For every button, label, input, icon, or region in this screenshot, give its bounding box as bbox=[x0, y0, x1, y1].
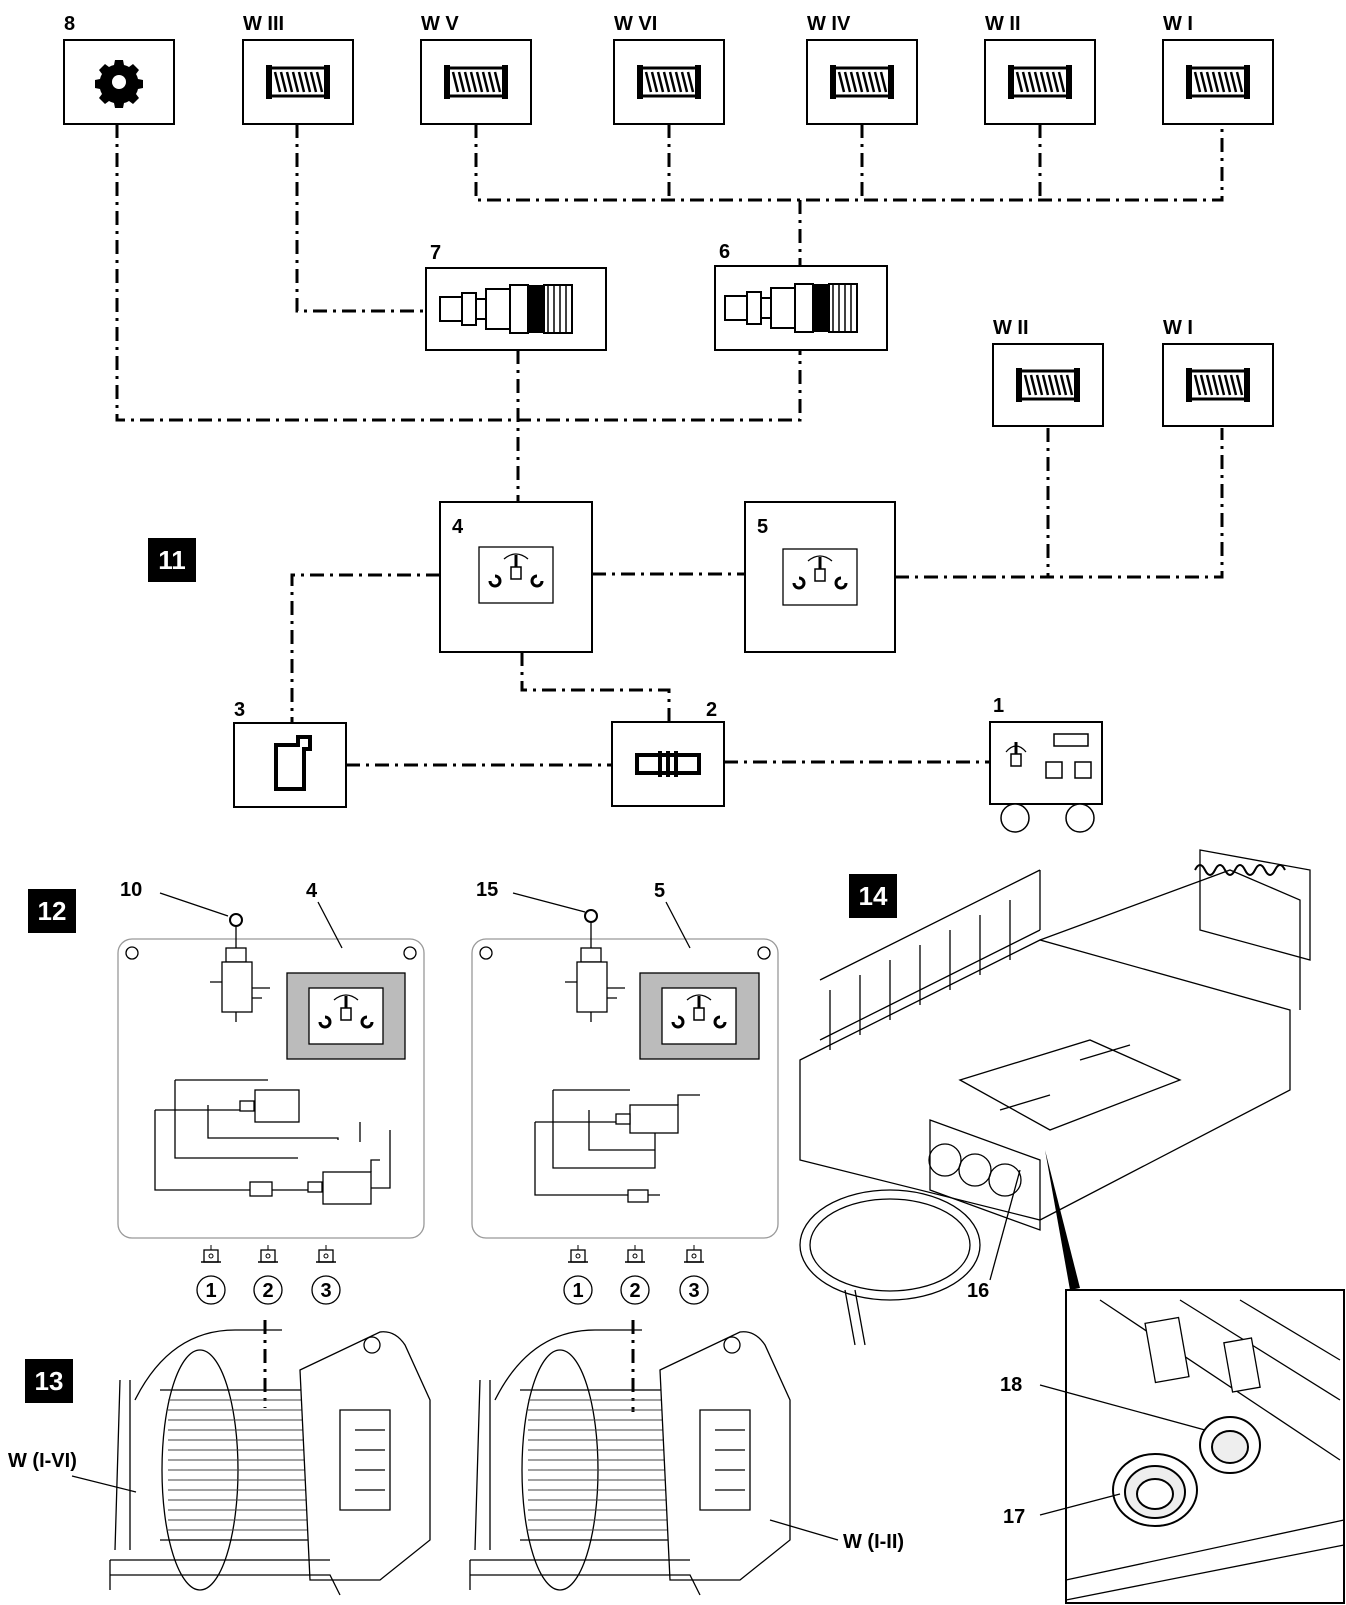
winch-label: W II bbox=[993, 317, 1029, 339]
winch-W-VI: W VI bbox=[614, 13, 724, 124]
section-14: 14 16 bbox=[800, 850, 1344, 1603]
winch-W-III: W III bbox=[243, 13, 353, 124]
label-2: 2 bbox=[706, 699, 717, 721]
svg-text:2: 2 bbox=[262, 1280, 273, 1302]
section-badge-12: 12 bbox=[28, 889, 76, 933]
svg-text:3: 3 bbox=[320, 1280, 331, 1302]
control-lever-icon bbox=[662, 988, 736, 1044]
component-1-remote-control: 1 bbox=[990, 695, 1102, 832]
port-symbol-icon bbox=[201, 1245, 221, 1262]
detail-inset bbox=[1066, 1290, 1344, 1603]
winch-label: W VI bbox=[614, 13, 657, 35]
crane-superstructure-drawing bbox=[800, 850, 1310, 1345]
port-symbol-icon bbox=[258, 1245, 278, 1262]
component-4-control-panel: 4 bbox=[440, 502, 592, 652]
port-2: 2 bbox=[621, 1276, 649, 1304]
port-symbol-icon bbox=[316, 1245, 336, 1262]
lever-knob-icon bbox=[585, 910, 597, 922]
winch-drum-icon bbox=[1186, 65, 1250, 99]
hydraulic-panel-4: 10 4 1 2 3 bbox=[118, 879, 424, 1304]
winch-W-I: W I bbox=[1163, 13, 1273, 124]
winch-drum-icon bbox=[1186, 368, 1250, 402]
component-8-gear: 8 bbox=[64, 13, 174, 124]
section-badge-13: 13 bbox=[25, 1359, 73, 1403]
port-symbol-icon bbox=[568, 1245, 588, 1262]
component-5-control-panel: 5 bbox=[745, 502, 895, 652]
svg-text:1: 1 bbox=[205, 1280, 216, 1302]
callout-10: 10 bbox=[120, 879, 142, 901]
callout-5: 5 bbox=[654, 880, 665, 902]
label-3: 3 bbox=[234, 699, 245, 721]
section-12: 12 10 4 bbox=[28, 879, 778, 1412]
port-3: 3 bbox=[680, 1276, 708, 1304]
label-1: 1 bbox=[993, 695, 1004, 717]
winch-right-W-II: W II bbox=[993, 317, 1103, 426]
label-5: 5 bbox=[757, 516, 768, 538]
winch-label: W I bbox=[1163, 317, 1193, 339]
winch-W-IV: W IV bbox=[807, 13, 917, 124]
winch-drawing-left bbox=[110, 1330, 430, 1595]
section-11: 8 W III W V W VI W IV W II bbox=[64, 13, 1273, 832]
label-w-i-vi: W (I-VI) bbox=[8, 1450, 77, 1472]
leader-line bbox=[990, 1170, 1020, 1280]
winch-drum-icon bbox=[1016, 368, 1080, 402]
label-4: 4 bbox=[452, 516, 464, 538]
winch-drum-icon bbox=[444, 65, 508, 99]
port-3: 3 bbox=[312, 1276, 340, 1304]
port-symbol-icon bbox=[684, 1245, 704, 1262]
svg-text:1: 1 bbox=[572, 1280, 583, 1302]
label-6: 6 bbox=[719, 241, 730, 263]
gear-icon bbox=[95, 60, 143, 108]
callout-18: 18 bbox=[1000, 1374, 1022, 1396]
label-w-i-ii: W (I-II) bbox=[843, 1531, 904, 1553]
svg-text:3: 3 bbox=[688, 1280, 699, 1302]
svg-text:11: 11 bbox=[158, 545, 186, 575]
control-lever-icon bbox=[783, 549, 857, 605]
winch-drum-icon bbox=[637, 65, 701, 99]
section-badge-11: 11 bbox=[148, 538, 196, 582]
connection-lines bbox=[117, 124, 1222, 765]
section-badge-14: 14 bbox=[849, 874, 897, 918]
svg-text:2: 2 bbox=[629, 1280, 640, 1302]
control-lever-icon bbox=[309, 988, 383, 1044]
hydraulic-panel-5: 15 5 1 2 3 bbox=[472, 879, 778, 1304]
winch-drum-icon bbox=[830, 65, 894, 99]
port-1: 1 bbox=[564, 1276, 592, 1304]
port-1: 1 bbox=[197, 1276, 225, 1304]
winch-label: W IV bbox=[807, 13, 851, 35]
port-symbol-icon bbox=[625, 1245, 645, 1262]
svg-text:13: 13 bbox=[35, 1366, 64, 1396]
winch-label: W II bbox=[985, 13, 1021, 35]
label-7: 7 bbox=[430, 242, 441, 264]
label-8: 8 bbox=[64, 13, 75, 35]
winch-label: W III bbox=[243, 13, 284, 35]
connector-17 bbox=[1113, 1454, 1197, 1526]
winch-drawing-right bbox=[470, 1330, 790, 1595]
winch-W-II: W II bbox=[985, 13, 1095, 124]
component-7-coupler: 7 bbox=[426, 242, 606, 350]
callout-4: 4 bbox=[306, 880, 318, 902]
lever-knob-icon bbox=[230, 914, 242, 926]
component-3-cable-plug: 3 bbox=[234, 699, 346, 807]
zoom-indicator bbox=[1045, 1150, 1080, 1290]
winch-drum-icon bbox=[266, 65, 330, 99]
winch-label: W I bbox=[1163, 13, 1193, 35]
callout-17: 17 bbox=[1003, 1506, 1025, 1528]
callout-16: 16 bbox=[967, 1280, 989, 1302]
section-13: 13 W (I-VI) W (I-II) bbox=[8, 1330, 904, 1595]
winch-drum-icon bbox=[1008, 65, 1072, 99]
control-lever-icon bbox=[479, 547, 553, 603]
callout-15: 15 bbox=[476, 879, 498, 901]
connector-18 bbox=[1200, 1417, 1260, 1473]
connector-icon bbox=[637, 751, 699, 777]
winch-label: W V bbox=[421, 13, 459, 35]
winch-W-V: W V bbox=[421, 13, 531, 124]
port-2: 2 bbox=[254, 1276, 282, 1304]
svg-text:14: 14 bbox=[859, 881, 888, 911]
component-6-coupler: 6 bbox=[715, 241, 887, 350]
svg-text:12: 12 bbox=[38, 896, 67, 926]
winch-right-W-I: W I bbox=[1163, 317, 1273, 426]
leader-line bbox=[72, 1476, 136, 1492]
